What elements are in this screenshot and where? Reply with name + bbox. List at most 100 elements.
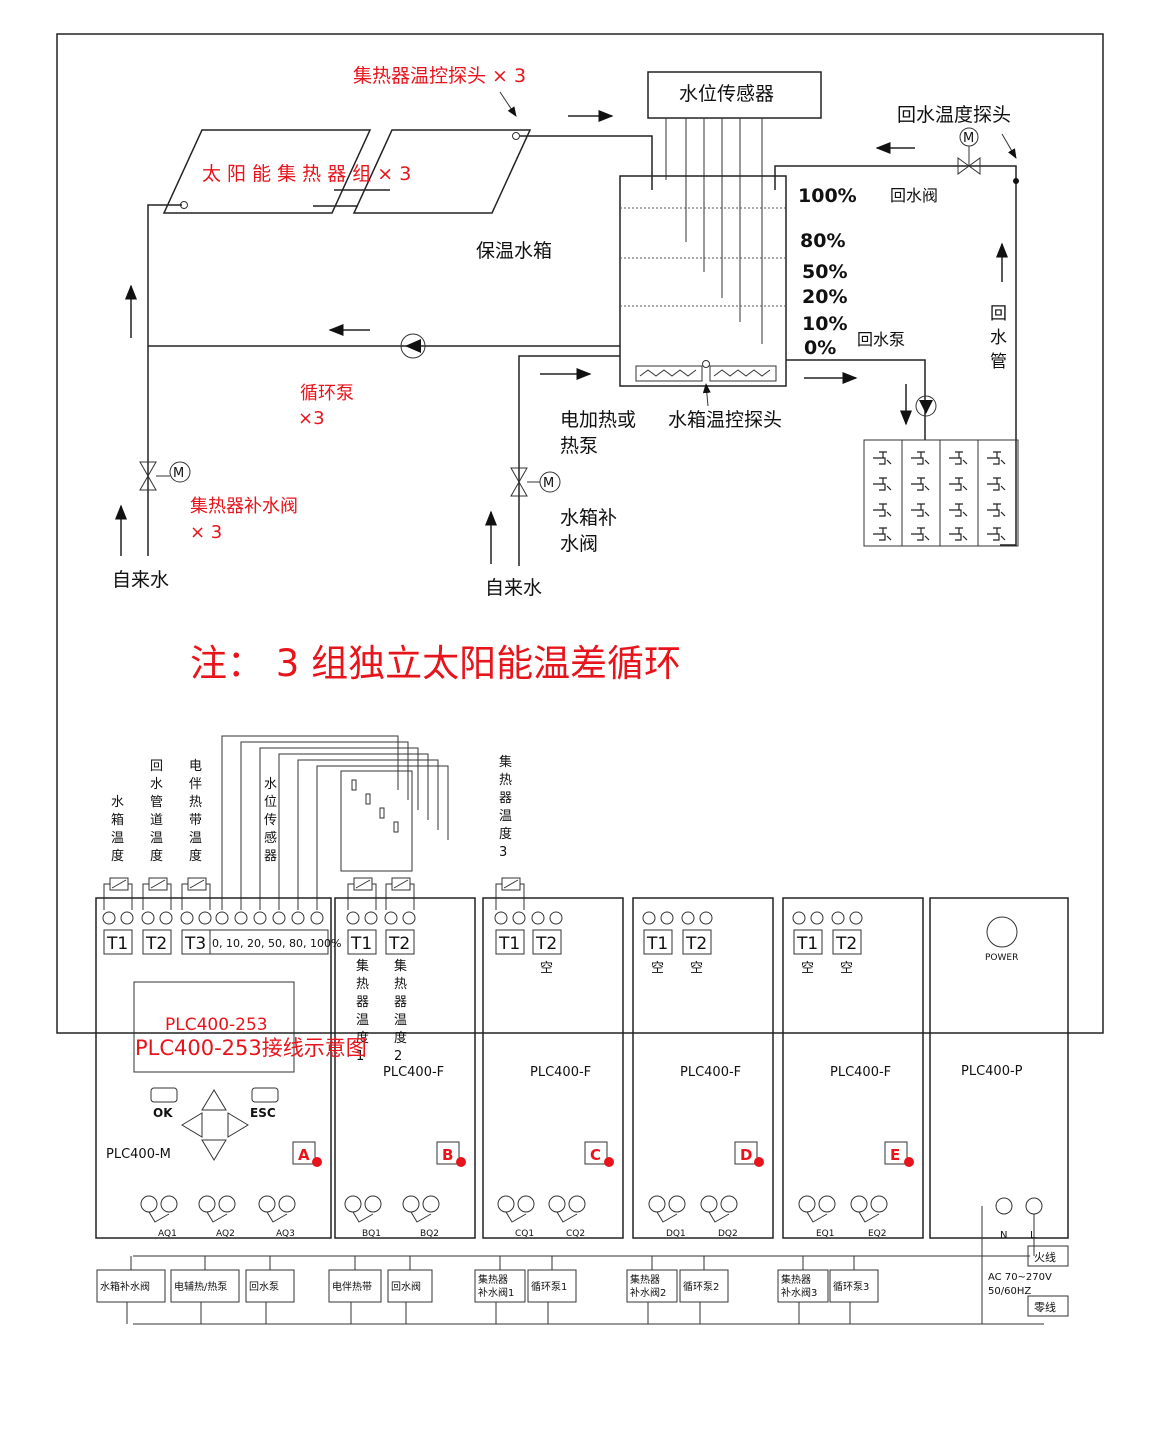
tank-temp-sensor-label: 度 — [111, 848, 124, 864]
faucet-icon — [949, 503, 968, 517]
heat-tape-temp-label: 带 — [189, 813, 202, 828]
faucet-icon — [911, 503, 930, 517]
power-label: POWER — [985, 953, 1018, 963]
return-valve-symbol — [957, 157, 981, 175]
input-note: 器 — [356, 995, 369, 1010]
output-terminal — [517, 1195, 535, 1213]
output-label: AQ2 — [216, 1229, 235, 1239]
collector-temp3-label: 器 — [499, 791, 512, 806]
circulation-pump-icon — [400, 333, 426, 359]
module-p-name: PLC400-P — [961, 1064, 1023, 1079]
sensor-wire — [167, 883, 172, 910]
return-pipe-temp-label: 水 — [150, 777, 163, 792]
relay-contact — [505, 1211, 527, 1223]
collector-temp3-label: 集 — [499, 754, 512, 770]
temp-sensor-slash — [393, 879, 409, 889]
supply-pipe — [786, 359, 926, 440]
load-label: 补水阀3 — [781, 1286, 817, 1299]
tank-label: 保温水箱 — [476, 240, 552, 262]
module-letter: C — [590, 1146, 601, 1164]
level-wire — [221, 735, 399, 910]
terminal — [402, 911, 416, 925]
power-terminal — [1025, 1197, 1043, 1215]
level-sensor-label: 水位传感器 — [679, 83, 774, 105]
input-box — [495, 929, 525, 955]
return-pipe-char-1: 回 — [990, 304, 1007, 324]
level-sensor-wire-label: 位 — [264, 795, 277, 810]
return-pipe-temp-label: 回 — [150, 759, 163, 774]
input-box — [532, 929, 562, 955]
input-t1: T1 — [350, 934, 372, 954]
output-terminal — [160, 1195, 178, 1213]
tank-temp-sensor-label: 箱 — [111, 812, 124, 828]
collector-temp3-label: 热 — [499, 773, 512, 788]
faucet-icon — [911, 477, 930, 491]
sensor-wire — [410, 883, 415, 910]
input-box — [793, 929, 823, 955]
output-terminal — [422, 1195, 440, 1213]
level-sensor-wire-label: 传 — [264, 813, 277, 828]
level-sensor-box — [647, 71, 822, 119]
load-label: 水箱补水阀 — [100, 1280, 150, 1293]
terminal — [494, 911, 508, 925]
output-label: CQ1 — [515, 1229, 534, 1239]
heater-coil — [713, 369, 771, 377]
faucet-icon — [987, 527, 1006, 541]
input-note: 2 — [394, 1049, 402, 1064]
input-note: 空 — [840, 961, 853, 976]
load-label: 循环泵1 — [531, 1280, 567, 1293]
faucet-icon — [949, 527, 968, 541]
terminal — [291, 911, 305, 925]
relay-contact — [858, 1211, 880, 1223]
tank-temp-sensor-label: 温 — [111, 831, 124, 846]
terminal — [681, 911, 695, 925]
input-note: 集 — [356, 958, 369, 974]
tap-water-left: 自来水 — [112, 569, 169, 591]
module-letter: E — [890, 1146, 900, 1164]
status-led — [604, 1157, 614, 1167]
sensor-wire — [385, 883, 392, 910]
faucet-icon — [987, 503, 1006, 517]
terminal — [512, 911, 526, 925]
arrow-right-icon — [227, 1112, 249, 1138]
input-note: 空 — [540, 961, 553, 976]
faucet-icon — [949, 451, 968, 465]
power-indicator — [986, 916, 1018, 948]
sensor-wire — [520, 883, 525, 910]
terminal — [310, 911, 324, 925]
motor-icon — [959, 127, 979, 147]
collector-temp3-label: 温 — [499, 809, 512, 824]
terminal — [792, 911, 806, 925]
note-text: 注： 3 组独立太阳能温差循环 — [190, 642, 681, 685]
module_d-box — [632, 897, 774, 1239]
temp-sensor-slash — [189, 879, 205, 889]
heat-tape-temp-label: 温 — [189, 831, 202, 846]
terminal — [831, 911, 845, 925]
module_c-box — [482, 897, 624, 1239]
output-terminal — [568, 1195, 586, 1213]
load-label: 回水泵 — [249, 1281, 279, 1293]
output-terminal — [850, 1195, 868, 1213]
load-label: 循环泵3 — [833, 1280, 869, 1293]
faucet-icon — [911, 527, 930, 541]
output-terminal — [720, 1195, 738, 1213]
probe-pointer-2 — [1001, 133, 1017, 159]
power-terminal — [995, 1197, 1013, 1215]
input-box — [682, 929, 712, 955]
collector-panel-1 — [162, 129, 372, 214]
output-terminal — [870, 1195, 888, 1213]
output-terminal — [818, 1195, 836, 1213]
relay-contact — [708, 1211, 730, 1223]
level-100: 100% — [798, 185, 857, 207]
heater-coil — [639, 369, 697, 377]
module-p-box — [929, 897, 1069, 1239]
motor-icon — [169, 461, 191, 483]
terminal — [253, 911, 267, 925]
input-t2: T2 — [685, 934, 707, 954]
level-sensor-wire-label: 器 — [264, 849, 277, 864]
faucet-icon — [949, 477, 968, 491]
input-note: 度 — [394, 1030, 407, 1046]
terminal — [642, 911, 656, 925]
level-wire — [297, 759, 439, 910]
